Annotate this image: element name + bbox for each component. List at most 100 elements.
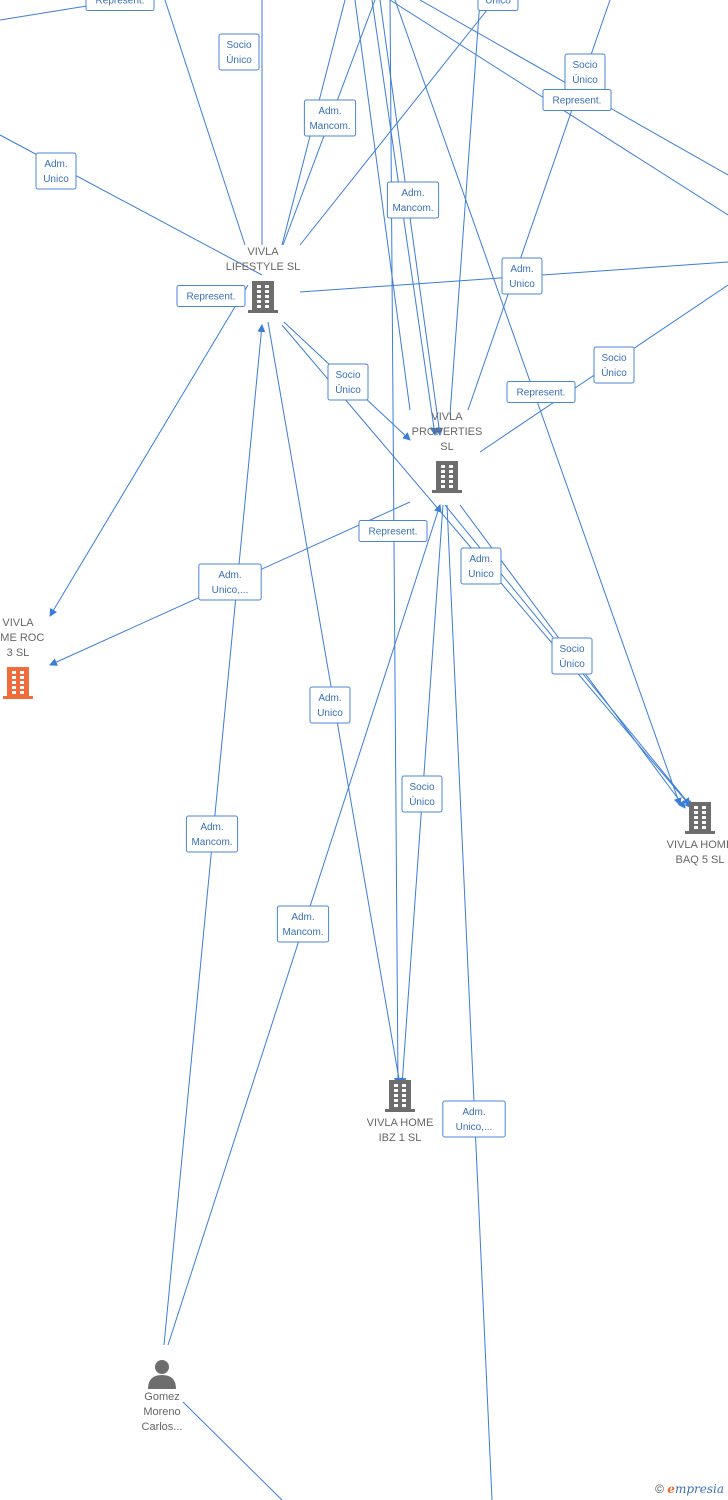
edge-label-text: Unico: [317, 708, 343, 719]
node-label: Carlos...: [142, 1421, 183, 1433]
relationship-edge: [182, 1401, 283, 1500]
building-icon: [432, 461, 462, 493]
edge-label-text: Único: [572, 73, 598, 86]
edge-label-box: [593, 346, 635, 384]
edge-label-box: [401, 775, 443, 813]
edge-label[interactable]: Adm.Mancom.: [386, 181, 440, 219]
edge-label-text: Único: [485, 0, 511, 7]
empresia-logo[interactable]: empresia: [667, 1482, 724, 1496]
edge-label[interactable]: Adm. Unico: [309, 686, 351, 724]
edge-label-box: [327, 363, 369, 401]
edge-label-text: Unico: [43, 174, 69, 185]
node-roc3[interactable]: VIVLA OME ROC 3 SL: [0, 617, 44, 699]
edge-label-text: Único: [559, 657, 585, 670]
edge-label-text: Unico,...: [212, 585, 249, 596]
node-label: IBZ 1 SL: [379, 1132, 422, 1144]
edge-label-box: [185, 815, 239, 853]
node-label: VIVLA: [2, 617, 34, 629]
edge-label-box: [501, 257, 543, 295]
edge-label[interactable]: Represent.: [506, 381, 576, 403]
edge-label-text: Adm.: [510, 264, 533, 275]
edge-label-text: Único: [601, 366, 627, 379]
edge-label-text: Adm.: [462, 1107, 485, 1118]
node-ibz1[interactable]: VIVLA HOME IBZ 1 SL: [367, 1080, 434, 1144]
edge-label-text: Represent.: [96, 0, 145, 7]
building-icon: [385, 1080, 415, 1112]
edge-label-text: Adm.: [469, 554, 492, 565]
relationship-edge: [299, 0, 496, 246]
edge-label[interactable]: Adm. Mancom.: [185, 815, 239, 853]
edge-label-text: Adm.: [318, 693, 341, 704]
relationship-edge: [354, 0, 411, 411]
node-label: Gomez: [144, 1391, 179, 1403]
edge-label-text: Socio: [572, 60, 597, 71]
edge-label[interactable]: Represent.: [542, 89, 612, 111]
edge-label[interactable]: Adm. Unico,...: [198, 563, 262, 601]
edge-label[interactable]: Adm. Unico,...: [442, 1100, 506, 1138]
edge-label-box: [198, 563, 262, 601]
node-label: OME ROC: [0, 632, 44, 644]
node-label: 3 SL: [7, 647, 30, 659]
edge-label[interactable]: Adm. Mancom.: [303, 99, 357, 137]
node-label: Moreno: [143, 1406, 180, 1418]
edge-label-text: Único: [409, 795, 435, 808]
node-gomez[interactable]: GomezMorenoCarlos...: [142, 1360, 183, 1433]
brand-footer: © empresia: [655, 1482, 724, 1496]
edge-label[interactable]: Adm.Unico: [460, 547, 502, 585]
edge-label-box: [386, 181, 440, 219]
edge-label-text: Adm.: [291, 912, 314, 923]
edge-label[interactable]: Adm. Unico: [35, 152, 77, 190]
edge-label-text: Adm.: [44, 159, 67, 170]
edge-label-text: Represent.: [187, 292, 236, 303]
relationship-edge: [389, 0, 402, 1086]
edge-label-box: [442, 1100, 506, 1138]
node-label: VIVLA HOME: [367, 1117, 434, 1129]
building-icon: [248, 281, 278, 313]
edge-label[interactable]: Adm.Mancom.: [276, 905, 330, 943]
edge-label-text: Represent.: [369, 527, 418, 538]
edge-label-text: Socio: [601, 353, 626, 364]
edge-label[interactable]: Adm.Unico: [501, 257, 543, 295]
edge-label-text: Único: [226, 53, 252, 66]
person-icon: [148, 1360, 176, 1389]
relationship-edge: [0, 0, 128, 21]
edge-label-box: [309, 686, 351, 724]
edge-label-box: [35, 152, 77, 190]
relationship-edge: [449, 0, 481, 416]
relationship-edge: [49, 284, 249, 617]
edge-label-box: [85, 0, 155, 11]
edge-label-text: Adm.: [318, 106, 341, 117]
edge-label-text: Unico,...: [456, 1122, 493, 1133]
node-label: VIVLA: [247, 246, 279, 258]
building-icon: [3, 667, 33, 699]
node-label: LIFESTYLE SL: [226, 261, 301, 273]
edge-label[interactable]: Represent.: [358, 520, 428, 542]
edge-label-text: Mancom.: [191, 837, 232, 848]
edge-label-text: Adm.: [200, 822, 223, 833]
edge-label-text: Represent.: [517, 388, 566, 399]
edge-label-box: [506, 381, 576, 403]
edge-label[interactable]: Represent.: [176, 285, 246, 307]
edge-label-box: [218, 33, 260, 71]
edge-label-box: [276, 905, 330, 943]
edge-label-text: Único: [335, 383, 361, 396]
edge-label[interactable]: Represent.: [85, 0, 155, 11]
edge-label-text: Mancom.: [309, 121, 350, 132]
edge-label-box: [551, 637, 593, 675]
edge-label-text: Represent.: [553, 96, 602, 107]
edge-label-box: [460, 547, 502, 585]
edge-label-text: Adm.: [218, 570, 241, 581]
edge-label[interactable]: Único: [477, 0, 519, 11]
node-lifestyle[interactable]: VIVLA LIFESTYLE SL: [226, 246, 301, 313]
copyright-symbol: ©: [655, 1482, 664, 1496]
